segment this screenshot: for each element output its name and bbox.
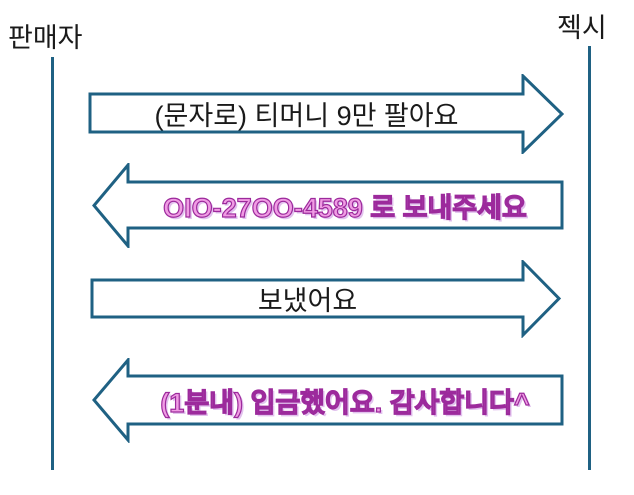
message-text-2: OIO-27OO-4589 로 보내주세요	[163, 192, 528, 223]
lifeline-right	[588, 46, 591, 470]
arrow-right-icon	[88, 74, 564, 154]
arrow-left-icon	[92, 358, 564, 443]
message-text-4: (1분내) 입금했어요. 감사합니다^	[160, 387, 531, 418]
message-arrow-3	[90, 260, 562, 338]
message-arrow-4	[92, 358, 566, 443]
arrow-right-icon	[90, 260, 562, 338]
message-arrow-1	[88, 74, 564, 154]
actor-label-jeksi: 젝시	[557, 13, 607, 43]
arrow-left-icon	[92, 163, 564, 248]
lifeline-left	[51, 57, 54, 470]
actor-label-seller: 판매자	[8, 23, 83, 53]
message-text-3: 보냈어요	[257, 286, 358, 316]
message-arrow-2	[92, 163, 566, 248]
message-text-1: (문자로) 티머니 9만 팔아요	[154, 100, 459, 131]
